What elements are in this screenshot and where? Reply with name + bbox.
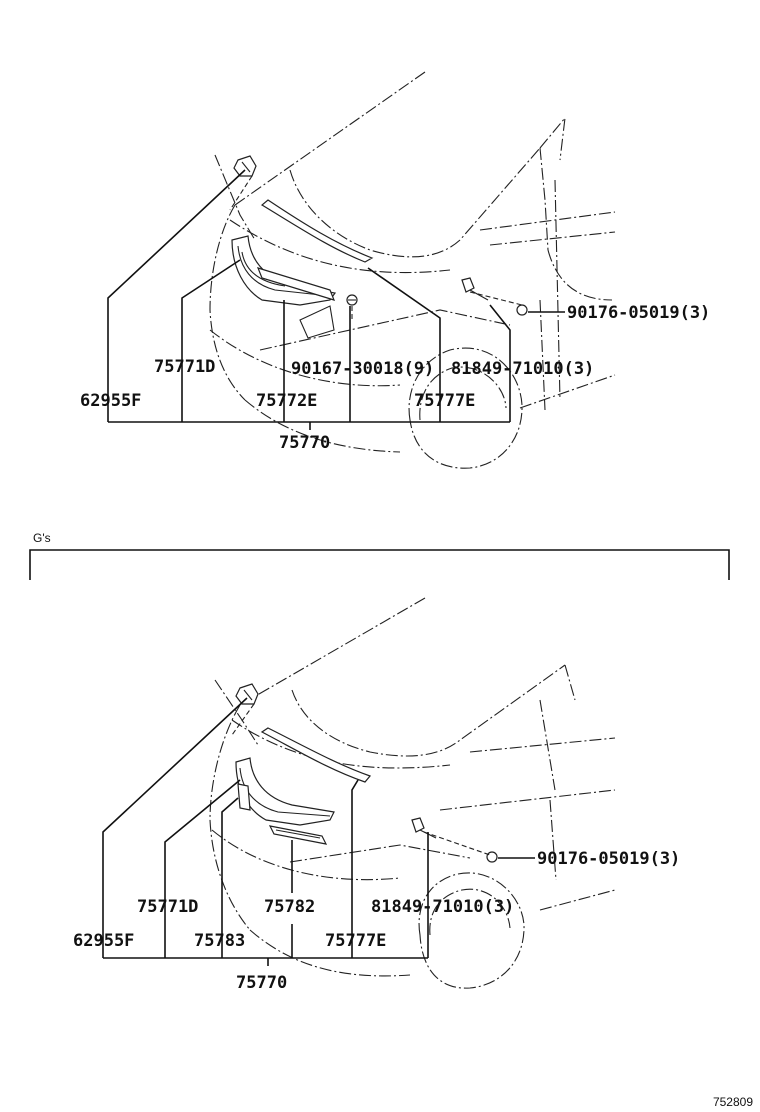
upper-leader-lines xyxy=(107,169,565,430)
upper-diagram: 90176-05019(3) 75771D 90167-30018(9) 818… xyxy=(80,71,710,469)
lower-bolt-icon xyxy=(411,817,437,839)
upper-label-75771d: 75771D xyxy=(154,357,215,377)
upper-label-90176-05019: 90176-05019(3) xyxy=(567,303,710,323)
upper-label-81849-71010: 81849-71010(3) xyxy=(451,359,594,379)
lower-label-75782: 75782 xyxy=(264,897,315,917)
lower-label-81849-71010: 81849-71010(3) xyxy=(371,897,514,917)
upper-label-62955f: 62955F xyxy=(80,391,141,411)
lower-leader-lines xyxy=(102,697,535,966)
variant-section: G's xyxy=(29,531,730,580)
upper-clip-icon xyxy=(233,155,257,177)
lower-label-90176-05019: 90176-05019(3) xyxy=(537,849,680,869)
lower-clip-icon xyxy=(235,683,259,705)
lower-grille-parts xyxy=(231,683,498,863)
lower-diagram: 90176-05019(3) 75771D 75782 81849-71010(… xyxy=(73,597,680,993)
upper-label-90167-30018: 90167-30018(9) xyxy=(291,359,434,379)
lower-label-75770: 75770 xyxy=(236,973,287,993)
upper-label-75772e: 75772E xyxy=(256,391,317,411)
variant-label: G's xyxy=(33,531,51,545)
figure-id: 752809 xyxy=(713,1095,753,1109)
upper-label-75777e: 75777E xyxy=(414,391,475,411)
upper-nut-icon xyxy=(516,304,528,316)
lower-label-75771d: 75771D xyxy=(137,897,198,917)
lower-label-75783: 75783 xyxy=(194,931,245,951)
upper-screw-icon xyxy=(346,294,358,306)
upper-car-outline xyxy=(209,71,616,469)
upper-bolt-icon xyxy=(461,277,489,301)
upper-grille-parts xyxy=(229,155,528,339)
lower-label-75777e: 75777E xyxy=(325,931,386,951)
variant-bracket xyxy=(29,549,730,580)
lower-car-outline xyxy=(209,597,616,989)
upper-label-75770: 75770 xyxy=(279,433,330,453)
lower-label-62955f: 62955F xyxy=(73,931,134,951)
lower-nut-icon xyxy=(486,851,498,863)
